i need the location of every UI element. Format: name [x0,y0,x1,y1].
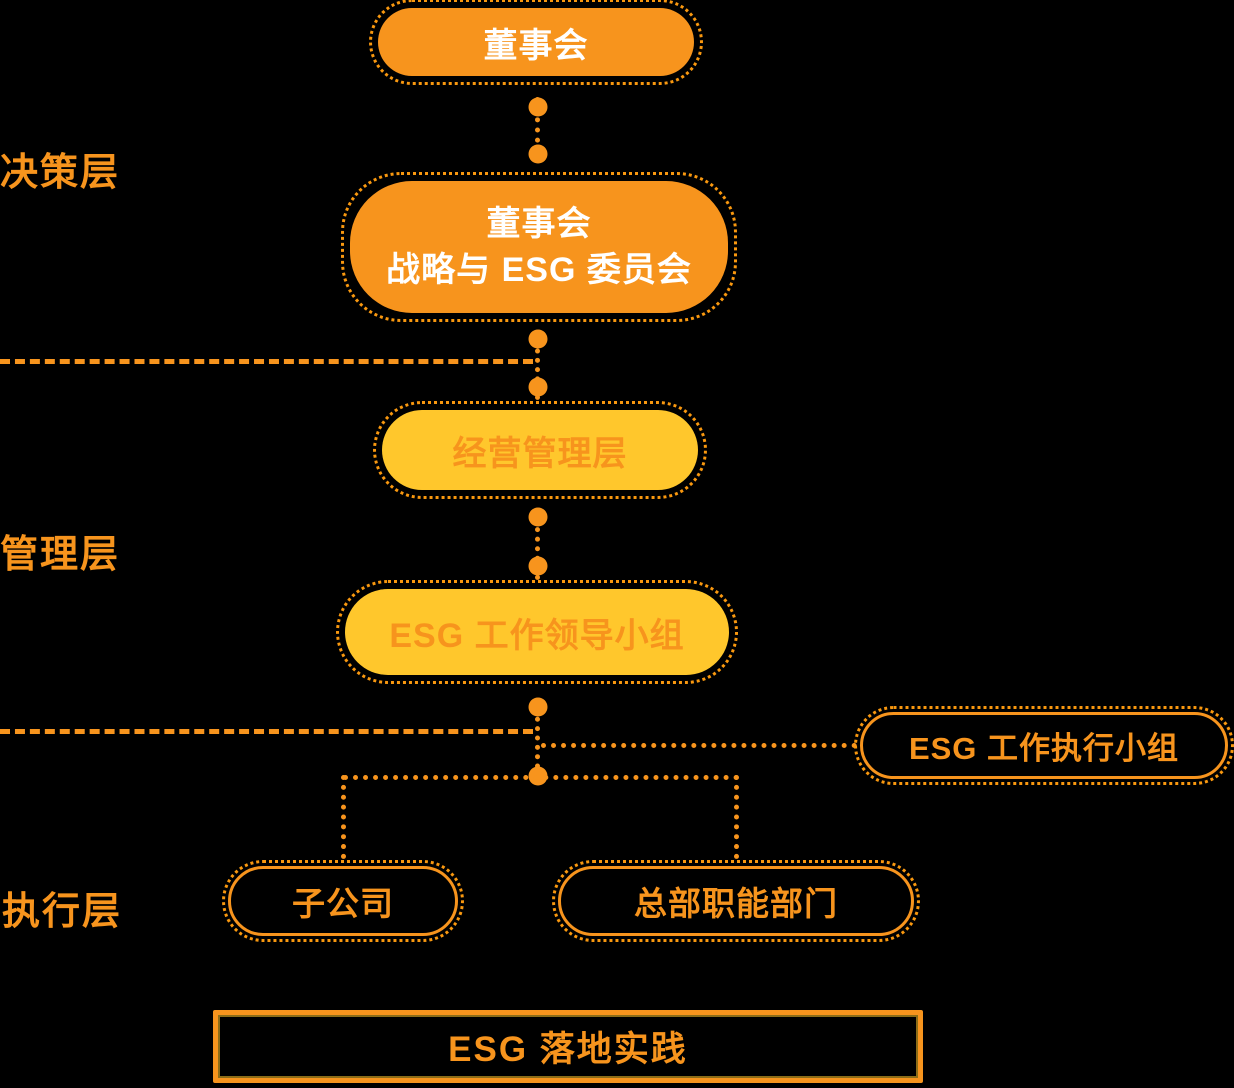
layer-label-execution: 执行层 [2,891,123,933]
branch-drop-subsidiaries [341,775,346,859]
separator-decision-management [0,359,533,364]
node-operating-management-label: 经营管理层 [452,434,628,473]
connector-committee-management [535,330,540,400]
node-esg-execution-group: ESG 工作执行小组 [854,706,1234,785]
node-board-label: 董事会 [483,26,589,65]
connector-board-committee [535,97,540,163]
node-subsidiaries-label: 子公司 [292,885,394,922]
layer-label-decision: 决策层 [0,152,121,194]
node-committee-label-line1: 董事会 [486,205,592,243]
node-esg-leading-group-label: ESG 工作领导小组 [389,616,685,655]
node-strategy-esg-committee: 董事会 战略与 ESG 委员会 [341,172,737,322]
node-hq-functional-departments-label: 总部职能部门 [634,885,838,922]
connector-dot [528,377,548,397]
layer-label-management: 管理层 [0,534,121,576]
node-esg-leading-group: ESG 工作领导小组 [336,580,738,684]
connector-dot [528,97,548,117]
connector-management-leadinggroup [535,508,540,580]
node-esg-execution-group-label: ESG 工作执行小组 [908,731,1180,766]
node-subsidiaries: 子公司 [222,860,464,942]
branch-horizontal [343,775,739,780]
connector-dot [528,556,548,576]
connector-dot [528,507,548,527]
node-board: 董事会 [369,0,703,85]
connector-dot [528,697,548,717]
connector-dot [528,144,548,164]
node-hq-functional-departments: 总部职能部门 [552,860,920,942]
branch-drop-hq [734,775,739,859]
esg-practice-bar-label: ESG 落地实践 [448,1030,688,1069]
esg-practice-bar: ESG 落地实践 [213,1010,923,1083]
node-operating-management: 经营管理层 [373,401,707,499]
connector-dot [528,329,548,349]
separator-management-execution [0,729,533,734]
connector-leadinggroup-branch [535,698,540,778]
node-committee-label-line2: 战略与 ESG 委员会 [386,251,692,289]
connector-to-execution-group [541,743,857,748]
